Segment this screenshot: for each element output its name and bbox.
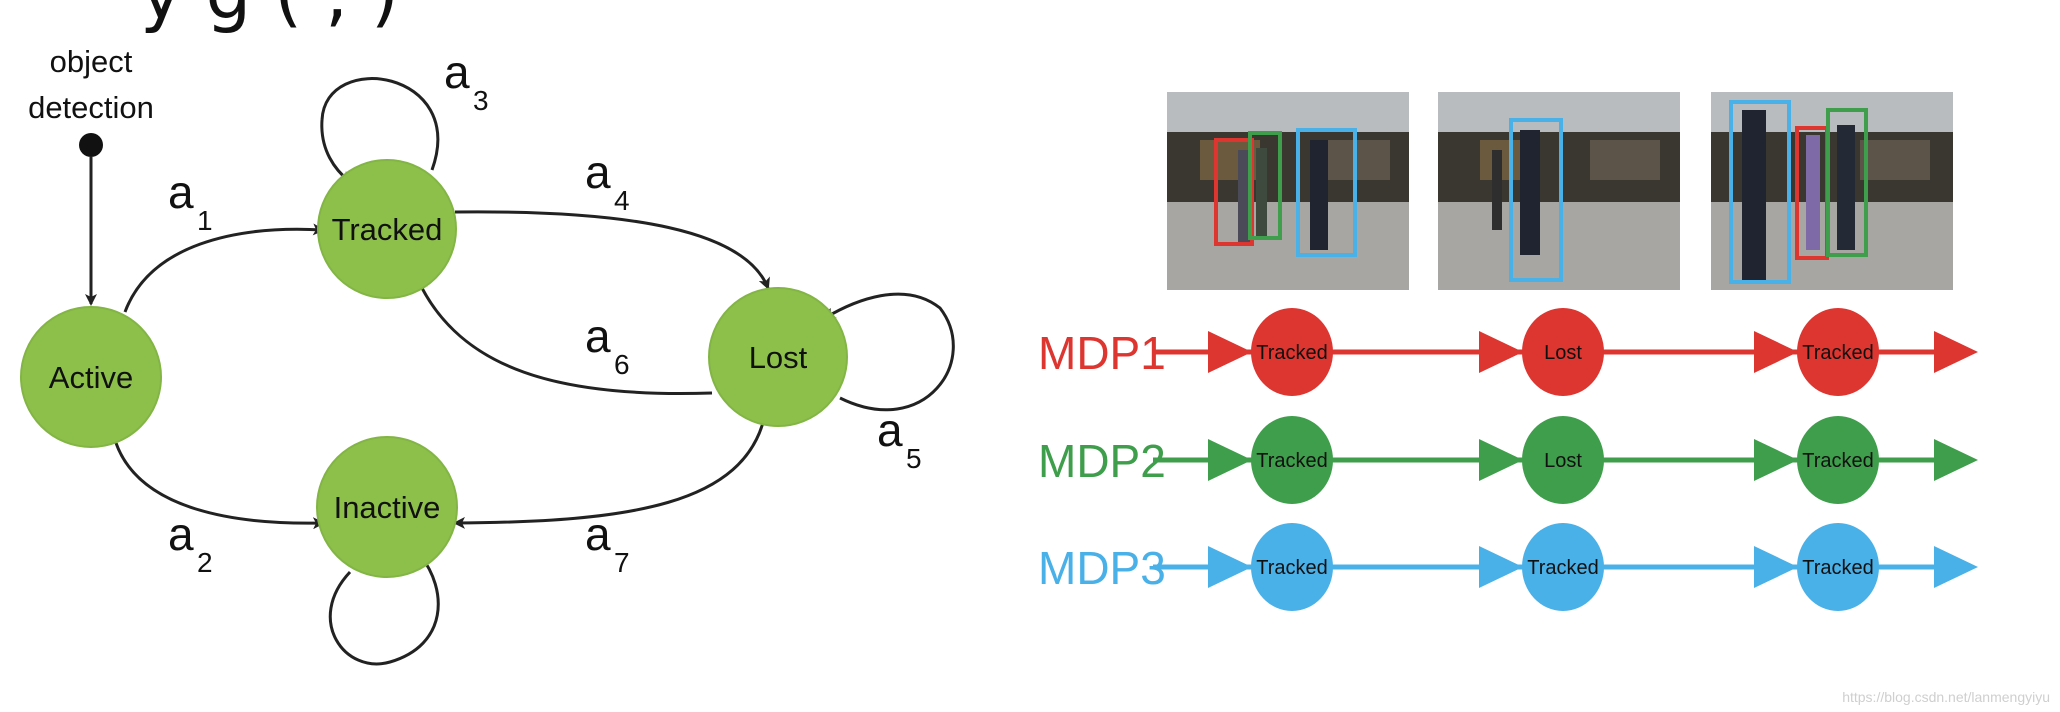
state-tracked: Tracked [317,159,457,299]
mdp-arrowhead [1754,546,1798,588]
state-inactive-label: Inactive [334,490,441,525]
state-inactive: Inactive [316,436,458,578]
action-label-a1: a 1 [168,166,213,236]
svg-text:a: a [585,508,611,560]
state-active: Active [20,306,162,448]
svg-text:a: a [168,166,194,218]
svg-text:5: 5 [906,443,922,474]
mdp-state-label: Lost [1544,450,1582,472]
video-frame-1 [1167,92,1409,290]
mdp-arrowhead [1208,546,1252,588]
mdp-state-label: Tracked [1256,450,1328,472]
video-frame-2 [1438,92,1680,290]
entry-label-line-2: detection [28,90,154,125]
mdp-row-label: MDP3 [1038,542,1166,594]
mdp-arrowhead [1934,546,1978,588]
arrow-a3-tracked-self [320,77,440,184]
svg-text:a: a [585,146,611,198]
mdp-arrowhead [1479,439,1523,481]
svg-text:7: 7 [614,547,630,578]
watermark: https://blog.csdn.net/lanmengyiyu [1842,689,2050,705]
state-lost-label: Lost [749,340,808,375]
state-tracked-label: Tracked [332,212,443,247]
entry-label-line-1: object [50,44,133,79]
arrow-a1-active-to-tracked [123,223,325,313]
mdp-row-3: MDP3 Tracked Tracked Tracked [1038,523,1978,611]
video-frames [1167,92,1953,290]
action-label-a5: a 5 [877,404,922,474]
title-fragment: y g ( , ) [140,0,399,35]
arrow-a5-lost-self [823,292,955,412]
state-diagram: object detection Active Tracked Lost Ina… [20,44,955,666]
mdp-arrowhead [1479,546,1523,588]
svg-text:a: a [444,46,470,98]
mdp-state-node [1522,416,1604,504]
action-label-a3: a 3 [444,46,489,116]
state-lost: Lost [708,287,848,427]
mdp-state-node [1522,308,1604,396]
mdp-row-label: MDP2 [1038,435,1166,487]
mdp-arrowhead [1479,331,1523,373]
state-active-label: Active [49,360,133,395]
mdp-row-1: MDP1 Tracked Lost Tracked [1038,308,1978,396]
svg-text:a: a [877,404,903,456]
mdp-state-label: Tracked [1527,557,1599,579]
action-label-a6: a 6 [585,310,630,380]
mdp-arrowhead [1208,439,1252,481]
arrow-a6-lost-to-tracked [416,278,713,396]
mdp-state-label: Tracked [1256,342,1328,364]
svg-text:4: 4 [614,185,630,216]
mdp-state-node [1251,416,1333,504]
svg-text:3: 3 [473,85,489,116]
mdp-state-node [1251,523,1333,611]
mdp-state-node [1522,523,1604,611]
mdp-state-label: Tracked [1802,557,1874,579]
mdp-arrowhead [1934,439,1978,481]
mdp-state-node [1797,523,1879,611]
svg-text:a: a [585,310,611,362]
svg-text:6: 6 [614,349,630,380]
mdp-state-label: Tracked [1802,450,1874,472]
mdp-state-label: Tracked [1802,342,1874,364]
mdp-arrowhead [1754,439,1798,481]
svg-text:2: 2 [197,547,213,578]
mdp-state-node [1797,416,1879,504]
mdp-row-label: MDP1 [1038,327,1166,379]
mdp-state-label: Lost [1544,342,1582,364]
mdp-state-node [1797,308,1879,396]
mdp-state-label: Tracked [1256,557,1328,579]
arrow-inactive-self [328,553,440,666]
action-label-a2: a 2 [168,508,213,578]
svg-text:a: a [168,508,194,560]
mdp-arrowhead [1208,331,1252,373]
action-label-a7: a 7 [585,508,630,578]
svg-text:1: 1 [197,205,213,236]
mdp-arrowhead [1754,331,1798,373]
arrow-a2-active-to-inactive [114,442,325,530]
video-frame-3 [1711,92,1953,290]
mdp-arrowhead [1934,331,1978,373]
arrow-a4-tracked-to-lost [454,210,770,290]
arrow-a7-lost-to-inactive [453,414,767,529]
mdp-row-2: MDP2 Tracked Lost Tracked [1038,416,1978,504]
mdp-state-node [1251,308,1333,396]
entry-point-dot [79,133,103,157]
action-label-a4: a 4 [585,146,630,216]
